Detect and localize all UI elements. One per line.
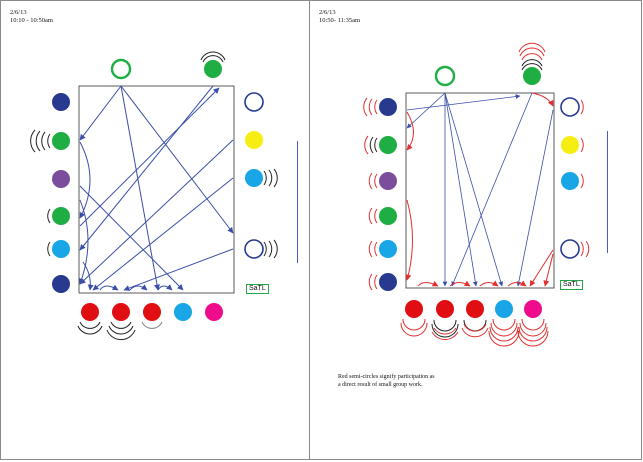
left-seat-bottom-3	[143, 303, 161, 321]
right-classroom	[363, 42, 590, 347]
left-page: 2/6/13 10:10 - 10:50am SaTL	[0, 0, 310, 460]
right-seat-right-4	[560, 239, 580, 259]
right-participation-arcs-black	[369, 59, 543, 338]
left-seat-right-4	[244, 239, 264, 259]
left-seat-right-3	[245, 169, 263, 187]
left-room-outline	[78, 85, 235, 294]
left-seat-bottom-1	[81, 303, 99, 321]
right-date: 2/6/13	[319, 9, 336, 16]
note-line-2: a direct result of small group work.	[338, 382, 423, 388]
right-seat-bottom-1	[405, 300, 423, 318]
right-seat-top-1	[434, 65, 456, 87]
left-seat-top-2	[204, 60, 222, 78]
left-seat-top-1	[110, 58, 132, 80]
right-time: 10:50- 11:35am	[319, 17, 361, 24]
right-room-outline	[405, 92, 555, 289]
left-time: 10:10 - 10:50am	[10, 17, 53, 24]
left-seat-right-2	[245, 131, 263, 149]
right-seat-left-4	[379, 207, 397, 225]
right-seat-bottom-4	[495, 300, 513, 318]
left-seat-bottom-4	[174, 303, 192, 321]
right-seat-bottom-3	[466, 300, 484, 318]
right-teacher-tag: SaTL	[560, 280, 583, 290]
right-seat-bottom-2	[436, 300, 454, 318]
right-seat-right-1	[560, 97, 580, 117]
right-seat-left-2	[379, 136, 397, 154]
left-vertical-rule	[297, 141, 298, 263]
left-classroom	[30, 51, 278, 341]
left-participation-arcs	[30, 51, 278, 341]
left-seat-left-2	[52, 132, 70, 150]
left-teacher-tag: SaTL	[246, 284, 269, 294]
right-seat-top-2	[523, 67, 541, 85]
right-interaction-arrows-blue	[406, 92, 554, 287]
left-header: 2/6/13 10:10 - 10:50am	[10, 9, 53, 25]
left-seat-left-3	[52, 170, 70, 188]
left-seat-bottom-2	[112, 303, 130, 321]
left-interaction-arrows	[79, 85, 234, 291]
left-seat-bottom-5	[205, 303, 223, 321]
note-line-1: Red semi-circles signify participation a…	[338, 374, 435, 380]
right-legend-note: Red semi-circles signify participation a…	[338, 373, 435, 389]
right-vertical-rule	[607, 131, 608, 253]
left-seat-left-4	[52, 207, 70, 225]
right-interaction-arrows-red	[405, 92, 554, 287]
right-header: 2/6/13 10:50- 11:35am	[319, 9, 360, 25]
left-seat-right-1	[244, 92, 264, 112]
right-seat-left-5	[379, 240, 397, 258]
right-seat-right-2	[561, 136, 579, 154]
right-participation-arcs-red	[363, 42, 590, 347]
right-seat-left-1	[379, 98, 397, 116]
left-seat-left-1	[52, 93, 70, 111]
right-seat-bottom-5	[524, 300, 542, 318]
left-date: 2/6/13	[10, 9, 27, 16]
right-seat-right-3	[561, 172, 579, 190]
right-seat-left-6	[379, 273, 397, 291]
right-seat-left-3	[379, 172, 397, 190]
left-seat-left-6	[52, 275, 70, 293]
left-seat-left-5	[52, 240, 70, 258]
